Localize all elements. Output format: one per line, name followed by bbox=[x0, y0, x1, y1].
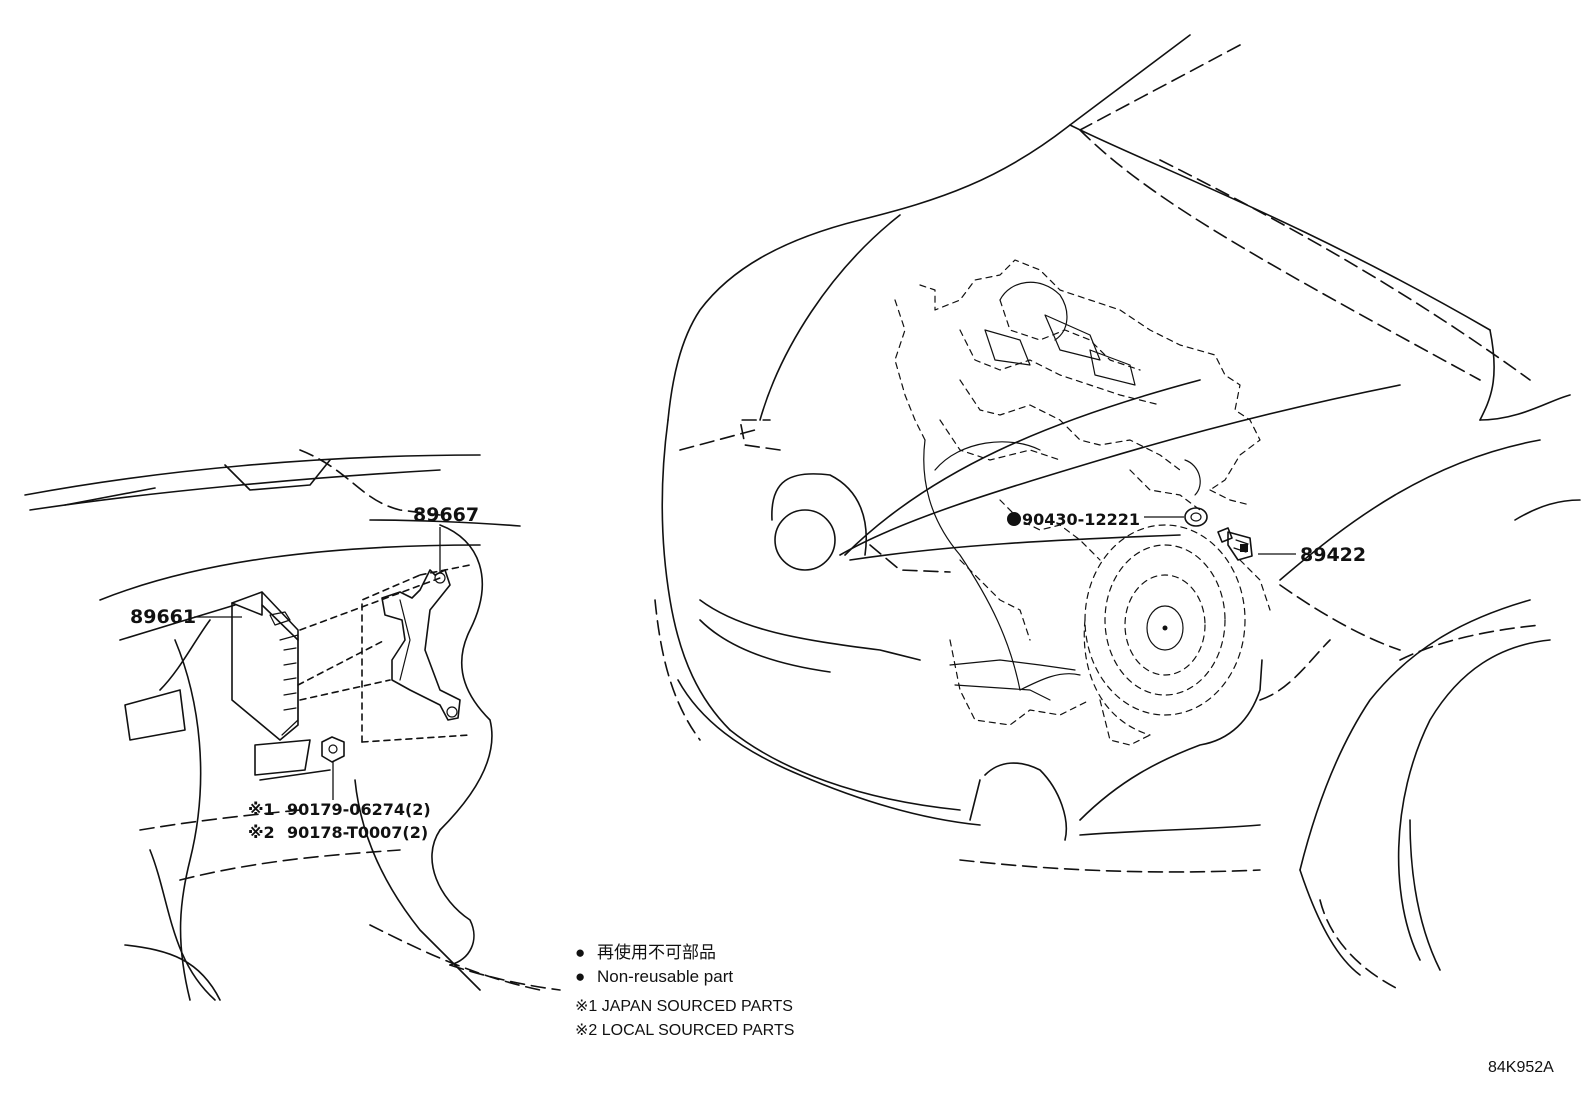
engine-assembly-drawing bbox=[894, 259, 1271, 746]
legend-note-japan: ※1 JAPAN SOURCED PARTS bbox=[575, 998, 793, 1015]
part-number-89422: 89422 bbox=[1300, 544, 1366, 566]
legend-bullet-en: ● bbox=[575, 967, 585, 986]
legend-bullet-jp: ● bbox=[575, 943, 585, 962]
pulley bbox=[1083, 524, 1246, 736]
part-number-89661: 89661 bbox=[130, 606, 196, 628]
part-callouts: 89667 89661 89422 90430-12221 ※1 90179-0… bbox=[130, 504, 1366, 842]
part-number-90178: 90178-T0007(2) bbox=[287, 823, 428, 842]
ecu-module bbox=[231, 591, 299, 741]
leader-lines bbox=[194, 516, 1296, 800]
gasket-washer bbox=[1184, 507, 1208, 527]
legend: ● 再使用不可部品 ● Non-reusable part ※1 JAPAN S… bbox=[575, 942, 794, 1039]
mark-1: ※1 bbox=[248, 800, 275, 819]
nut-fastener bbox=[321, 736, 345, 763]
part-number-90179: 90179-06274(2) bbox=[287, 800, 431, 819]
non-reusable-marker bbox=[1007, 512, 1021, 526]
legend-non-reusable: Non-reusable part bbox=[597, 967, 733, 986]
knock-sensor bbox=[1217, 527, 1253, 561]
diagram-code: 84K952A bbox=[1488, 1059, 1554, 1076]
legend-note-local: ※2 LOCAL SOURCED PARTS bbox=[575, 1022, 794, 1039]
part-number-89667: 89667 bbox=[413, 504, 479, 526]
mark-2: ※2 bbox=[248, 823, 275, 842]
part-number-90430: 90430-12221 bbox=[1022, 510, 1140, 529]
interior-dashboard-drawing bbox=[24, 449, 561, 1001]
vehicle-front-drawing bbox=[654, 34, 1581, 991]
legend-japanese: 再使用不可部品 bbox=[597, 942, 716, 962]
